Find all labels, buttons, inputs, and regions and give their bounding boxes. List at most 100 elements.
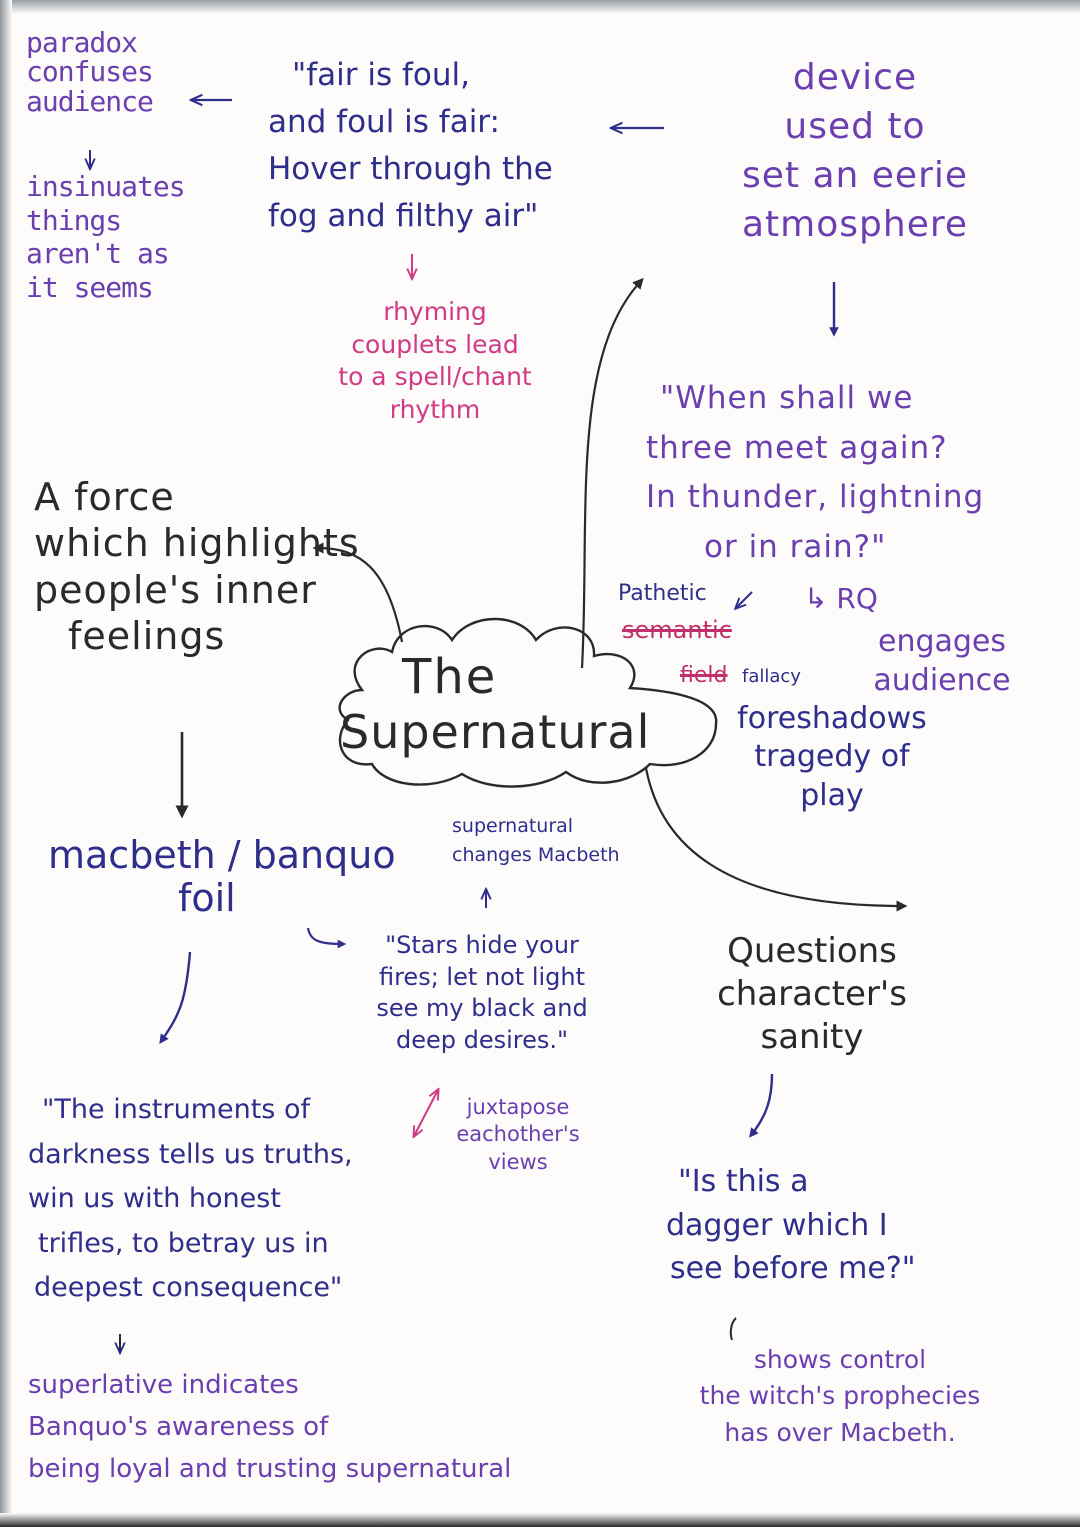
thought-cloud	[338, 617, 718, 788]
force-line: which highlights	[34, 521, 360, 566]
quote-line: Hover through the	[268, 151, 553, 188]
questions-line: character's	[717, 973, 907, 1014]
scan-edge-top	[0, 0, 1080, 14]
foreshadows-line: foreshadows	[737, 701, 927, 736]
pathetic-label: Pathetic	[618, 581, 707, 606]
superlative-line: Banquo's awareness of	[28, 1412, 329, 1443]
scan-edge-left	[0, 0, 12, 1527]
quote-line: or in rain?"	[704, 528, 887, 565]
quote-line: three meet again?	[646, 429, 948, 466]
quote-line: darkness tells us truths,	[28, 1138, 353, 1170]
device-line: set an eerie	[741, 154, 969, 196]
quote-line: "The instruments of	[42, 1094, 310, 1125]
shows-control-note: shows control the witch's prophecies has…	[640, 1342, 1040, 1451]
device-line: atmosphere	[742, 203, 968, 245]
foreshadows-line: tragedy of	[754, 739, 910, 775]
insinuates-line: insinuates	[26, 170, 186, 203]
struck-field: field	[680, 663, 728, 688]
device-line: used to	[784, 105, 926, 147]
force-line: feelings	[68, 614, 226, 659]
paradox-line: confuses	[26, 55, 154, 89]
arrow-cloud-to-questions	[644, 767, 908, 912]
rq-note: engages audience	[852, 622, 1032, 700]
struck-semantic: semantic	[622, 616, 732, 644]
quote-dagger: "Is this a dagger which I see before me?…	[666, 1160, 916, 1291]
questions-line: Questions	[727, 931, 897, 971]
foil-line: macbeth / banquo	[48, 833, 396, 877]
quote-line: see my black and	[376, 994, 588, 1023]
arrow-questions-down	[749, 1073, 774, 1138]
quote-instruments: "The instruments of darkness tells us tr…	[28, 1088, 353, 1311]
rhyming-line: rhyming	[383, 297, 487, 326]
juxtapose-line: juxtapose	[466, 1095, 570, 1119]
juxtapose-line: eachother's	[456, 1122, 580, 1147]
superlative-note: superlative indicates Banquo's awareness…	[28, 1364, 511, 1490]
fallacy-label: fallacy	[742, 666, 801, 687]
quote-line: deep desires."	[395, 1026, 569, 1055]
quote-fair-is-foul: "fair is foul, and foul is fair: Hover t…	[268, 52, 553, 240]
paradox-line: audience	[26, 84, 154, 118]
foreshadows-line: play	[800, 777, 864, 813]
superlative-line: being loyal and trusting supernatural	[28, 1454, 512, 1485]
quote-line: deepest consequence"	[34, 1272, 343, 1304]
rhyming-line: couplets lead	[351, 329, 519, 359]
shows-line: shows control	[753, 1345, 927, 1374]
arrow-foil-down	[159, 951, 192, 1044]
rhyming-line: rhythm	[389, 394, 481, 424]
rhyming-note: rhyming couplets lead to a spell/chant r…	[300, 296, 570, 426]
foil-line: foil	[178, 875, 236, 920]
paradox-note: paradox confuses audience	[26, 26, 154, 118]
quote-line: fires; let not light	[378, 962, 586, 991]
arrow-pathetic	[736, 591, 753, 608]
rq-label: ↳ RQ	[804, 582, 878, 615]
scan-edge-bottom	[0, 1513, 1080, 1527]
quote-line: "Stars hide your	[385, 931, 579, 959]
quote-when-shall-we: "When shall we three meet again? In thun…	[646, 374, 984, 572]
rhyming-line: to a spell/chant	[338, 362, 532, 391]
force-line: A force	[34, 475, 175, 519]
bracket-dagger	[729, 1317, 737, 1341]
force-line: people's inner	[34, 567, 317, 612]
supernatural-changes-note: supernatural changes Macbeth	[452, 812, 620, 869]
questions-note: Questions character's sanity	[692, 930, 932, 1058]
quote-line: "When shall we	[660, 380, 914, 416]
rq-line: engages	[877, 624, 1007, 659]
juxtapose-line: views	[488, 1149, 548, 1174]
quote-line: dagger which I	[666, 1207, 888, 1243]
quote-stars-hide: "Stars hide your fires; let not light se…	[342, 930, 622, 1057]
force-note: A force which highlights people's inner …	[34, 474, 360, 659]
superlative-line: superlative indicates	[28, 1370, 299, 1400]
quote-line: In thunder, lightning	[646, 479, 985, 516]
quote-line: and foul is fair:	[268, 104, 500, 141]
arrow-cloud-to-device	[580, 277, 644, 669]
shows-line: the witch's prophecies	[699, 1381, 981, 1411]
arrow-juxtapose	[414, 1090, 438, 1136]
juxtapose-note: juxtapose eachother's views	[448, 1094, 588, 1176]
shows-line: has over Macbeth.	[724, 1417, 956, 1447]
arrow-foil-to-stars	[306, 927, 347, 949]
device-line: device	[792, 57, 918, 98]
foil-note: macbeth / banquo foil	[48, 834, 396, 919]
insinuates-line: things	[26, 203, 122, 237]
center-title-the: The	[402, 649, 498, 705]
paradox-line: paradox	[26, 26, 138, 59]
device-note: device used to set an eerie atmosphere	[690, 54, 1020, 250]
center-title-supernatural: Supernatural	[340, 705, 651, 759]
quote-line: trifles, to betray us in	[38, 1227, 329, 1259]
quote-line: see before me?"	[670, 1251, 916, 1286]
quote-line: "fair is foul,	[292, 57, 470, 93]
rq-line: audience	[873, 663, 1011, 698]
foreshadows-note: foreshadows tragedy of play	[712, 700, 952, 815]
changes-line: changes Macbeth	[452, 843, 620, 866]
questions-line: sanity	[760, 1016, 864, 1057]
insinuates-line: aren't as	[26, 237, 170, 271]
changes-line: supernatural	[452, 815, 574, 837]
arrow-cloud-to-force	[312, 542, 404, 643]
quote-line: win us with honest	[28, 1183, 281, 1215]
quote-line: "Is this a	[678, 1164, 809, 1199]
quote-line: fog and filthy air"	[268, 198, 539, 235]
insinuates-line: it seems	[26, 270, 154, 304]
insinuates-note: insinuates things aren't as it seems	[26, 170, 186, 304]
